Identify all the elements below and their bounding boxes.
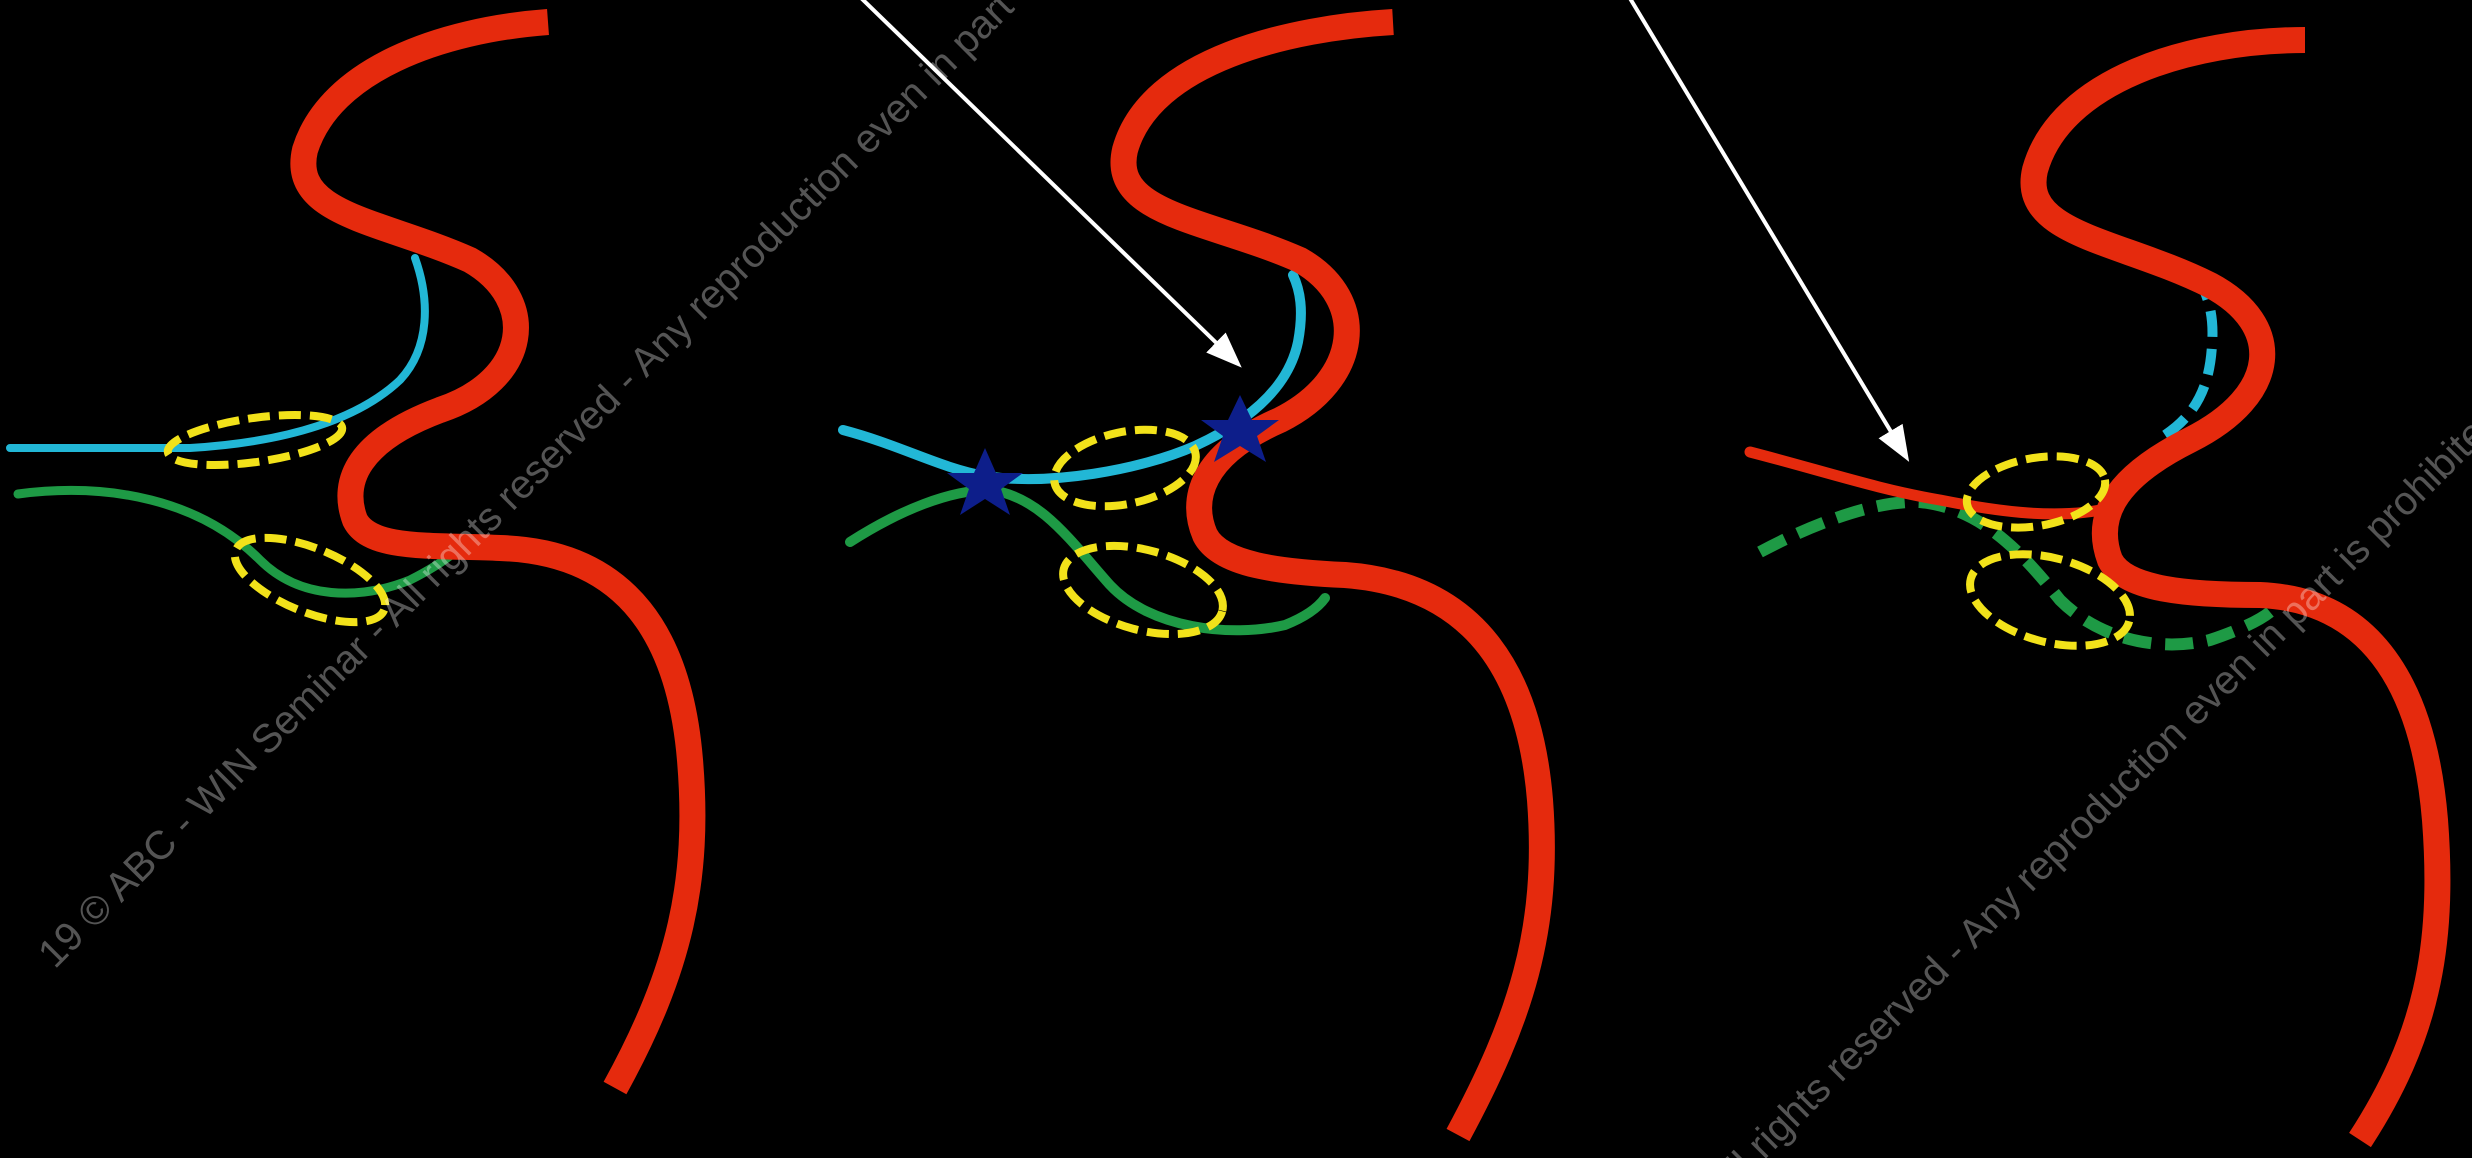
yellow-ellipse-upper-right [1961,446,2111,537]
red-vessel-right [2033,40,2437,1140]
green-vessel-right-dashed [1760,502,2270,645]
panel-middle [843,0,1542,1135]
red-vessel-left [303,22,692,1088]
panel-right [1628,0,2437,1140]
cyan-vessel-right-dashed [2165,282,2213,435]
red-vessel-middle [1123,22,1541,1135]
arrow-to-right-stump [1628,0,1905,455]
cyan-vessel-left [10,258,425,448]
panel-left [10,22,692,1088]
arrow-to-middle-star [858,0,1236,362]
